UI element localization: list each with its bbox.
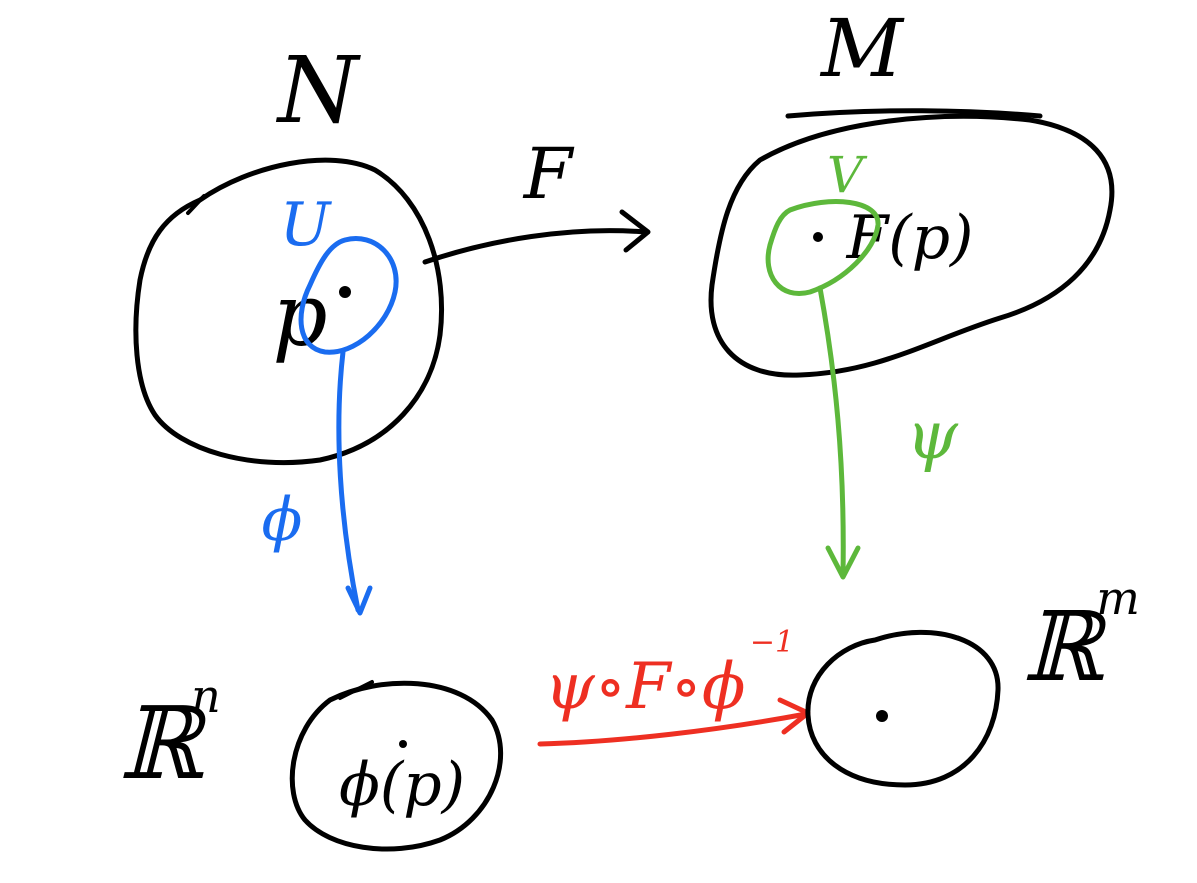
label-Fp: F(p) (846, 203, 974, 273)
Rn-region-tick (338, 680, 374, 700)
label-phi: ϕ (262, 485, 303, 555)
label-composite: ψ∘F∘ϕ (545, 650, 746, 724)
phi-arrowhead (345, 585, 373, 616)
manifold-N-tick (186, 194, 206, 215)
label-U: U (280, 190, 333, 260)
label-psi: ψ (906, 397, 959, 474)
psi-arrowhead (825, 545, 861, 580)
F-arrowhead (619, 209, 651, 253)
psi-arrow (817, 285, 846, 578)
label-composite-exp: −1 (750, 625, 794, 660)
chart-domain-U (298, 236, 399, 355)
Rn-region (289, 680, 504, 852)
label-Rm: ℝ (1022, 591, 1107, 703)
label-F: F (522, 133, 575, 215)
manifold-N-blob (133, 157, 445, 465)
point-Fp-dot (813, 232, 823, 242)
label-V: V (827, 146, 868, 204)
label-phip: ϕ(p) (339, 750, 465, 820)
label-Rn: ℝ (118, 685, 207, 802)
point-phip-dot (399, 740, 407, 748)
label-N: N (276, 37, 362, 144)
Rm-region (805, 629, 1001, 788)
F-arrow (422, 228, 649, 265)
manifold-M-overline (785, 108, 1043, 119)
phi-arrow (336, 349, 361, 613)
composite-arrow (537, 711, 809, 747)
point-target-dot (876, 710, 888, 722)
label-Rn-exp: n (191, 669, 221, 723)
label-Rm-exp: m (1096, 571, 1140, 625)
manifold-M-blob (708, 113, 1115, 378)
point-p-dot (339, 286, 351, 298)
label-M: M (819, 2, 905, 95)
